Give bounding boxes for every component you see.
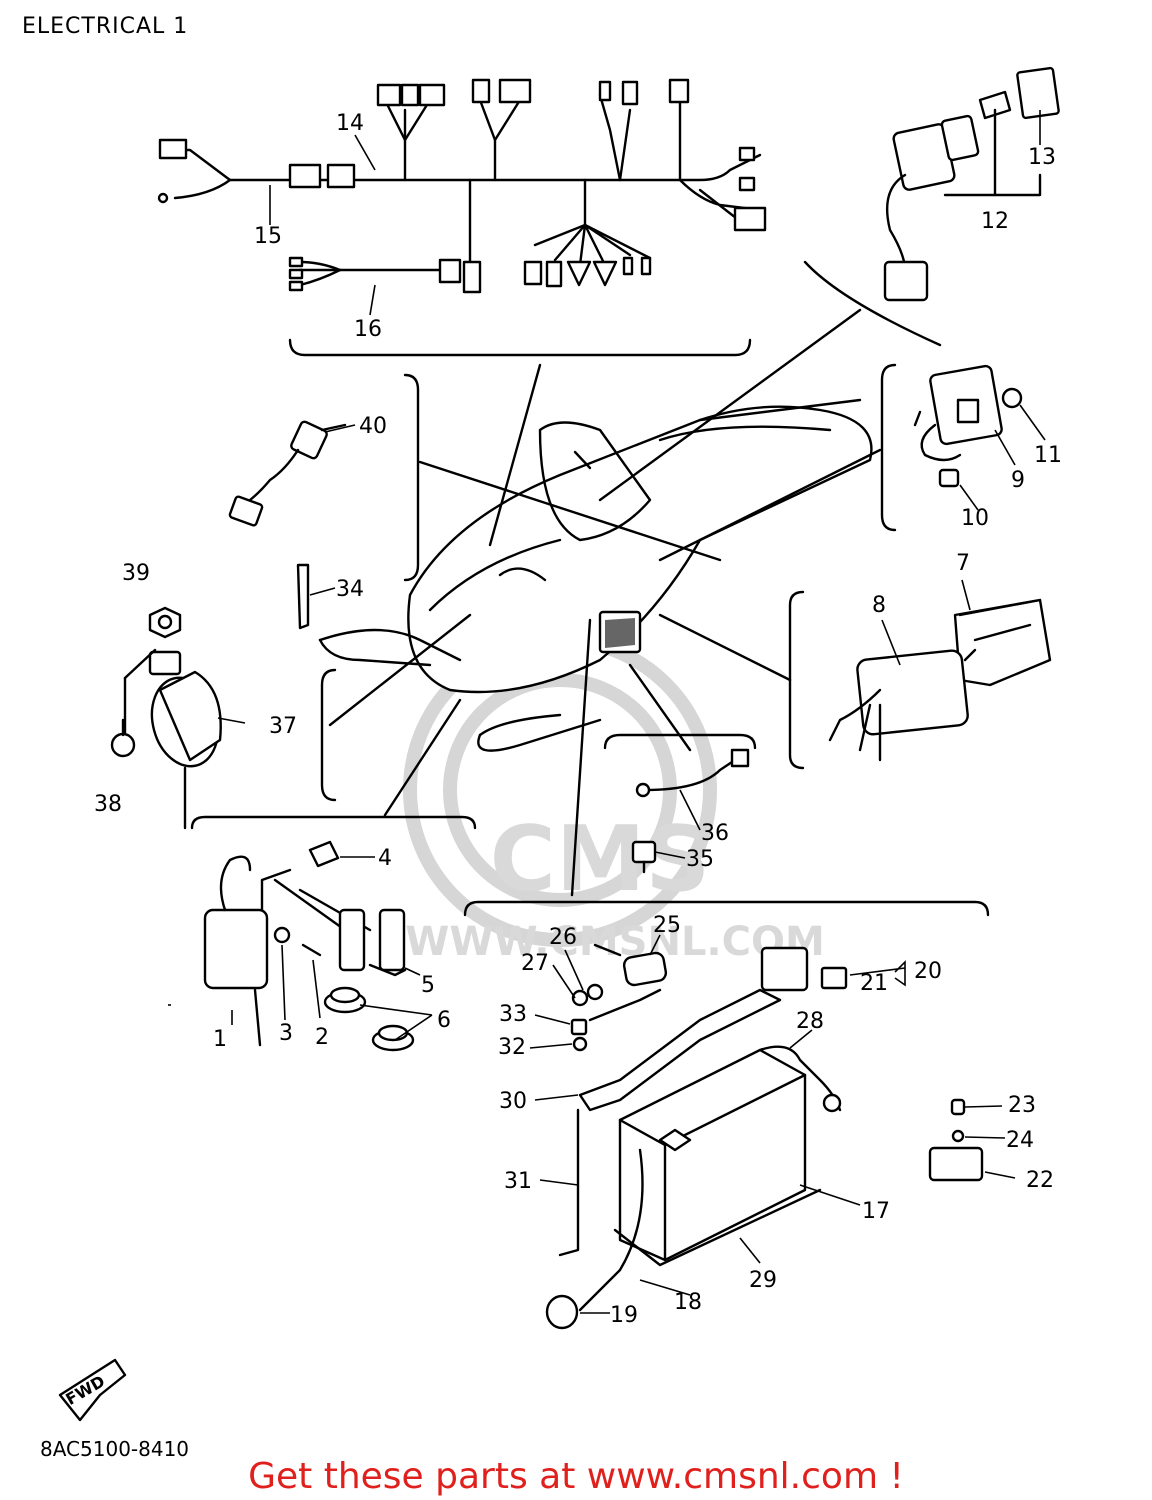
callout-2: 2	[315, 1025, 329, 1050]
callout-22: 22	[1026, 1168, 1054, 1193]
watermark: CMS WWW.CMSNL.COM	[403, 633, 825, 965]
callout-1: 1	[213, 1027, 227, 1052]
callout-23: 23	[1008, 1093, 1036, 1118]
part-34	[296, 563, 310, 630]
watermark-brand: CMS	[490, 807, 710, 912]
snowmobile-body	[318, 308, 882, 897]
part-9-group	[913, 364, 1023, 488]
main-switch	[803, 66, 1060, 347]
callout-10: 10	[961, 506, 989, 531]
callout-37: 37	[269, 714, 297, 739]
callout-33: 33	[499, 1002, 527, 1027]
callout-21: 21	[860, 971, 888, 996]
callout-36: 36	[701, 821, 729, 846]
wire-harness	[157, 78, 767, 357]
callout-17: 17	[862, 1199, 890, 1224]
callout-19: 19	[610, 1303, 638, 1328]
callout-20: 20	[914, 959, 942, 984]
callout-40: 40	[359, 414, 387, 439]
leader-lines	[168, 110, 1046, 1314]
callout-9: 9	[1011, 468, 1025, 493]
drawing-code: 8AC5100-8410	[40, 1437, 190, 1461]
callout-8: 8	[872, 593, 886, 618]
callout-6: 6	[437, 1008, 451, 1033]
callout-39: 39	[122, 561, 150, 586]
part-7-8-group	[828, 598, 1052, 762]
group-brackets	[190, 363, 990, 917]
callout-28: 28	[796, 1009, 824, 1034]
callout-30: 30	[499, 1089, 527, 1114]
ignition-coil	[203, 840, 415, 1052]
callout-27: 27	[521, 951, 549, 976]
callout-5: 5	[421, 973, 435, 998]
watermark-url: WWW.CMSNL.COM	[405, 919, 825, 965]
callout-14: 14	[336, 111, 364, 136]
fwd-arrow: FWD	[58, 1358, 127, 1422]
part-35-36-group	[631, 748, 750, 874]
callout-25: 25	[653, 913, 681, 938]
battery-group	[545, 943, 984, 1330]
callout-7: 7	[956, 551, 970, 576]
callout-12: 12	[981, 209, 1009, 234]
callout-numbers: 1 2 3 4 5 6 7 8 9 10 11 12 13 14 15 16 1…	[94, 111, 1062, 1328]
callout-38: 38	[94, 792, 122, 817]
part-40	[228, 420, 347, 527]
callout-31: 31	[504, 1169, 532, 1194]
callout-4: 4	[378, 846, 392, 871]
callout-15: 15	[254, 224, 282, 249]
callout-34: 34	[336, 577, 364, 602]
callout-32: 32	[498, 1035, 526, 1060]
footer-cta-link[interactable]: Get these parts at www.cmsnl.com !	[248, 1456, 904, 1497]
callout-3: 3	[279, 1021, 293, 1046]
callout-18: 18	[674, 1290, 702, 1315]
callout-29: 29	[749, 1268, 777, 1293]
page-title: ELECTRICAL 1	[22, 14, 189, 39]
horn	[110, 606, 222, 830]
callout-24: 24	[1006, 1128, 1034, 1153]
callout-13: 13	[1028, 145, 1056, 170]
callout-26: 26	[549, 925, 577, 950]
callout-11: 11	[1034, 443, 1062, 468]
callout-35: 35	[686, 847, 714, 872]
callout-16: 16	[354, 317, 382, 342]
